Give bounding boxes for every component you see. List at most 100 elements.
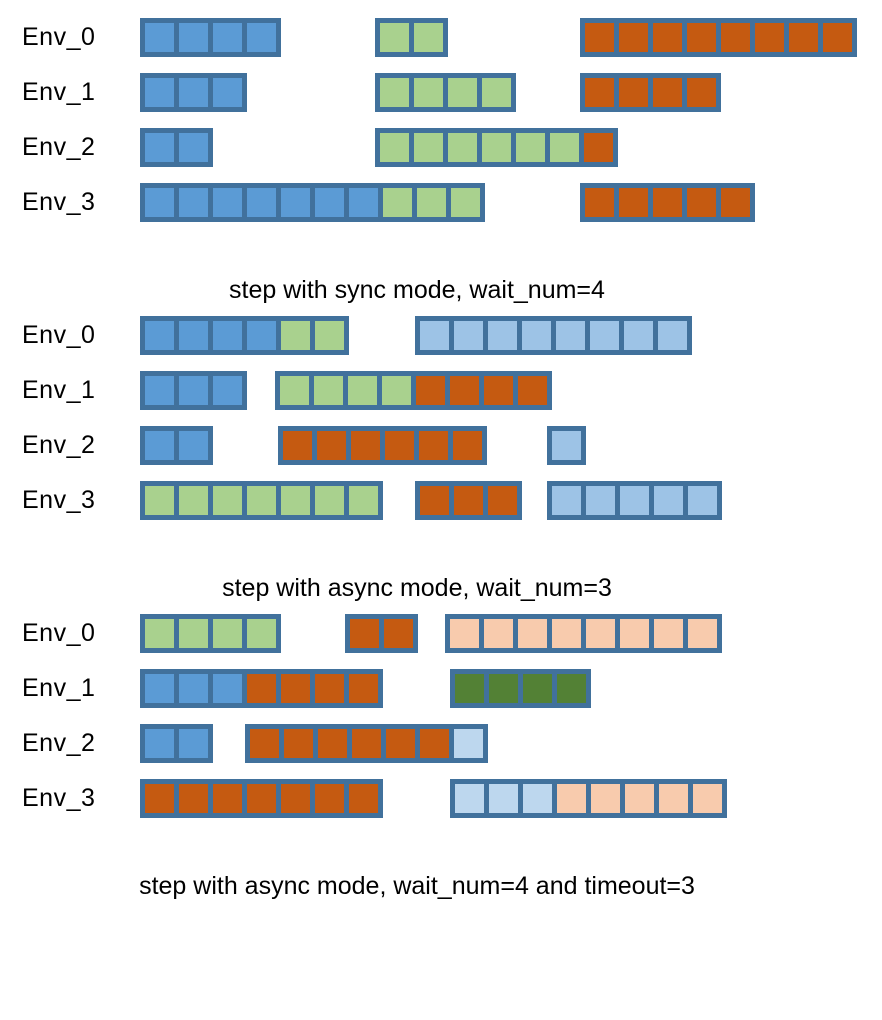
step-block-group	[140, 614, 281, 653]
step-cell-orange	[823, 23, 852, 52]
env-track	[140, 779, 882, 818]
step-cell-green	[281, 321, 310, 350]
env-label: Env_3	[22, 784, 96, 812]
step-block-group	[140, 779, 383, 818]
step-block-group	[140, 724, 213, 763]
step-cell-lightblue	[654, 486, 683, 515]
env-label: Env_3	[22, 486, 96, 514]
step-cell-lightblue	[658, 321, 687, 350]
step-cell-orange	[584, 133, 613, 162]
step-block-group	[278, 426, 487, 465]
step-block-group	[375, 18, 448, 57]
panel-caption: step with sync mode, wait_num=4	[229, 276, 605, 304]
env-label: Env_0	[22, 321, 96, 349]
step-cell-peach	[620, 619, 649, 648]
step-block-group	[580, 73, 721, 112]
step-cell-green	[448, 133, 477, 162]
step-cell-orange	[350, 619, 379, 648]
step-cell-peach	[591, 784, 620, 813]
env-track	[140, 73, 882, 112]
step-cell-orange	[352, 729, 381, 758]
step-cell-green	[380, 133, 409, 162]
step-cell-green	[213, 619, 242, 648]
env-label: Env_2	[22, 133, 96, 161]
step-cell-green	[417, 188, 446, 217]
env-label: Env_1	[22, 78, 96, 106]
env-row: Env_3	[22, 481, 882, 520]
step-cell-orange	[349, 784, 378, 813]
step-cell-orange	[653, 78, 682, 107]
step-cell-orange	[281, 784, 310, 813]
env-track	[140, 724, 882, 763]
step-cell-orange	[420, 486, 449, 515]
step-cell-green	[414, 133, 443, 162]
step-cell-orange	[419, 431, 448, 460]
step-cell-orange	[179, 784, 208, 813]
step-cell-blue	[247, 23, 276, 52]
step-cell-orange	[721, 23, 750, 52]
step-block-group	[415, 316, 692, 355]
step-cell-green	[448, 78, 477, 107]
step-cell-green	[247, 486, 276, 515]
step-cell-blue	[213, 321, 242, 350]
step-cell-orange	[585, 78, 614, 107]
step-cell-green	[314, 376, 343, 405]
step-block-group	[275, 371, 552, 410]
step-cell-orange	[518, 376, 547, 405]
step-cell-lightblue	[590, 321, 619, 350]
step-cell-blue	[179, 23, 208, 52]
step-cell-peach	[586, 619, 615, 648]
step-cell-peach	[518, 619, 547, 648]
step-block-group	[580, 18, 857, 57]
step-block-group	[140, 183, 485, 222]
step-cell-blue	[145, 674, 174, 703]
step-block-group	[140, 669, 383, 708]
step-cell-orange	[454, 486, 483, 515]
step-cell-blue	[145, 78, 174, 107]
step-cell-orange	[789, 23, 818, 52]
step-cell-palelightblue	[455, 784, 484, 813]
step-cell-orange	[349, 674, 378, 703]
env-label: Env_2	[22, 431, 96, 459]
step-cell-palelightblue	[454, 729, 483, 758]
step-cell-darkgreen	[523, 674, 552, 703]
step-cell-blue	[179, 78, 208, 107]
step-cell-peach	[688, 619, 717, 648]
env-track	[140, 481, 882, 520]
step-cell-lightblue	[488, 321, 517, 350]
step-cell-orange	[755, 23, 784, 52]
step-cell-lightblue	[552, 486, 581, 515]
step-cell-darkgreen	[489, 674, 518, 703]
env-track	[140, 18, 882, 57]
step-cell-orange	[315, 674, 344, 703]
step-cell-blue	[213, 674, 242, 703]
step-cell-blue	[349, 188, 378, 217]
step-cell-orange	[247, 674, 276, 703]
step-cell-green	[482, 78, 511, 107]
env-label: Env_2	[22, 729, 96, 757]
step-cell-blue	[213, 188, 242, 217]
env-row: Env_0	[22, 614, 882, 653]
step-cell-lightblue	[620, 486, 649, 515]
step-block-group	[140, 426, 213, 465]
step-cell-orange	[213, 784, 242, 813]
step-cell-orange	[687, 23, 716, 52]
step-cell-lightblue	[624, 321, 653, 350]
step-block-group	[445, 614, 722, 653]
step-cell-blue	[145, 431, 174, 460]
step-cell-green	[349, 486, 378, 515]
step-cell-green	[281, 486, 310, 515]
step-cell-peach	[557, 784, 586, 813]
step-block-group	[140, 73, 247, 112]
step-cell-green	[179, 619, 208, 648]
step-cell-green	[516, 133, 545, 162]
step-block-group	[375, 128, 618, 167]
step-cell-orange	[247, 784, 276, 813]
step-cell-orange	[619, 23, 648, 52]
step-cell-orange	[484, 376, 513, 405]
step-cell-orange	[453, 431, 482, 460]
step-cell-blue	[145, 729, 174, 758]
step-cell-darkgreen	[455, 674, 484, 703]
step-cell-peach	[693, 784, 722, 813]
step-block-group	[140, 128, 213, 167]
